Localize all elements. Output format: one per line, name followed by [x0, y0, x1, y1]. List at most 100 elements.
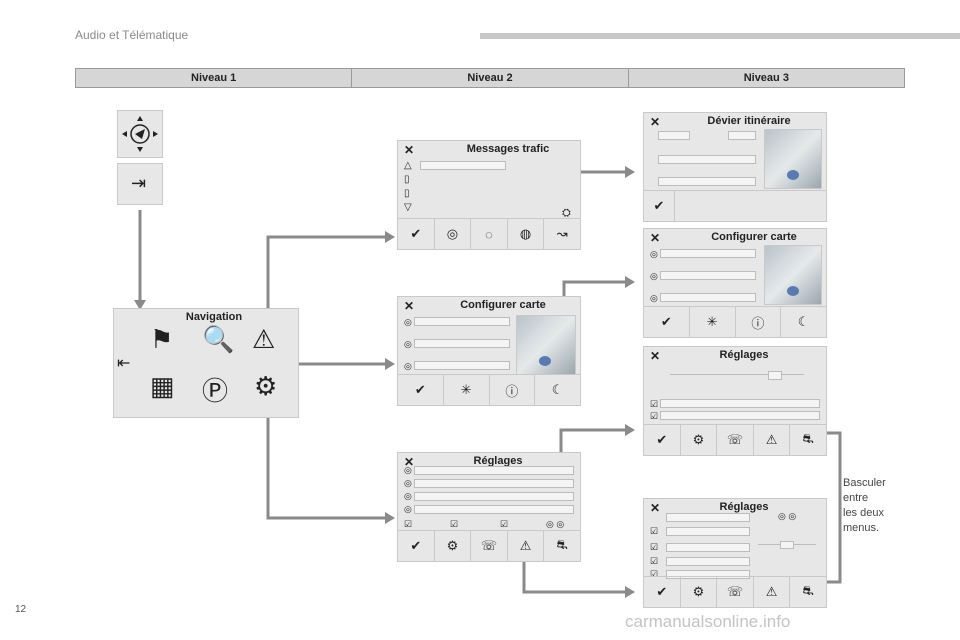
level-2: Niveau 2 — [351, 69, 627, 87]
settings-icon[interactable]: ⚙ — [254, 371, 278, 401]
option-field[interactable] — [658, 131, 690, 140]
alert-icon[interactable]: ⚠ — [752, 577, 790, 607]
option-field[interactable] — [658, 177, 756, 186]
scroll-icon[interactable]: △▯▯▽ — [404, 160, 412, 213]
back-icon[interactable]: ⇤ — [117, 355, 131, 372]
confirm-icon[interactable]: ✔ — [660, 314, 672, 329]
messages-trafic-title: Messages trafic — [466, 143, 550, 155]
level-3: Niveau 3 — [627, 69, 904, 87]
confirm-icon[interactable]: ✔ — [656, 432, 668, 447]
slider-track[interactable] — [670, 374, 804, 375]
option-field[interactable] — [658, 155, 756, 164]
page-number: 12 — [15, 604, 27, 615]
route-settings-icon[interactable]: ⚙ — [433, 531, 471, 561]
watermark: carmanualsonline.info — [625, 612, 791, 631]
list-field[interactable] — [420, 161, 506, 170]
configurer-carte-screen: ✕ Configurer carte ◎ ◎ ◎ ✔ ✳ ⓘ ☾ — [397, 296, 581, 406]
checkbox[interactable]: ☑ — [650, 556, 659, 566]
radio-option[interactable]: ◎ ◎ — [778, 511, 797, 521]
traffic-icon[interactable]: ⛐ — [789, 577, 826, 607]
note-line-2: entre — [843, 492, 869, 504]
list-icon[interactable]: ◌ — [470, 219, 507, 249]
info-icon[interactable]: ⓘ — [488, 375, 535, 405]
slider-thumb[interactable] — [768, 371, 782, 380]
compass-icon[interactable]: ✳ — [442, 375, 489, 405]
action-bar: ✔ — [644, 190, 826, 221]
option-field — [666, 527, 750, 536]
navigation-button[interactable] — [117, 110, 163, 158]
confirm-icon[interactable]: ✔ — [653, 198, 665, 213]
map-icon[interactable]: ▦ — [150, 371, 175, 401]
alert-icon[interactable]: ⚠ — [752, 425, 790, 455]
header-bar — [480, 33, 960, 39]
option-field — [666, 570, 750, 579]
option-field — [414, 317, 510, 326]
checkbox[interactable]: ☑ — [500, 519, 509, 529]
compass-icon[interactable]: ✳ — [688, 307, 735, 337]
traffic-icon[interactable]: ⛐ — [789, 425, 826, 455]
search-poi-icon[interactable]: 🔍 — [202, 324, 235, 354]
confirm-icon[interactable]: ✔ — [414, 382, 426, 397]
checkbox[interactable]: ☑ — [650, 542, 659, 552]
close-icon[interactable]: ✕ — [404, 455, 415, 469]
traffic-icon[interactable]: ⛐ — [543, 531, 580, 561]
radio-option[interactable]: ◎ ◎ — [546, 519, 565, 529]
option-field — [666, 513, 750, 522]
traffic-icon[interactable]: ⚠ — [252, 324, 276, 354]
close-icon[interactable]: ✕ — [404, 299, 415, 313]
destination-flag-icon[interactable]: ⚑ — [150, 324, 174, 354]
action-bar: ✔ ✳ ⓘ ☾ — [644, 306, 826, 337]
detail-icon[interactable]: ◍ — [506, 219, 544, 249]
devier-itineraire-screen: ✕ Dévier itinéraire ✔ — [643, 112, 827, 222]
confirm-icon[interactable]: ✔ — [410, 538, 422, 553]
route-icon[interactable]: ↝ — [543, 219, 580, 249]
radio-option[interactable]: ◎ — [404, 478, 412, 488]
route-settings-icon[interactable]: ⚙ — [679, 577, 717, 607]
slider-thumb[interactable] — [780, 541, 794, 549]
close-icon[interactable]: ✕ — [650, 115, 661, 129]
traffic-filter-icon[interactable]: ⛭ — [562, 207, 571, 219]
info-icon[interactable]: ⓘ — [734, 307, 781, 337]
alert-icon[interactable]: ⚠ — [506, 531, 544, 561]
menu-entry-button[interactable]: ⇥ — [117, 163, 163, 205]
radio-option[interactable]: ◎ — [650, 293, 658, 303]
radio-option[interactable]: ◎ — [650, 271, 658, 281]
reglages-screen-level2: ✕ Réglages ◎ ◎ ◎ ◎ ☑ ☑ ☑ ◎ ◎ ✔ ⚙ ☏ ⚠ ⛐ — [397, 452, 581, 562]
radio-option[interactable]: ◎ — [404, 491, 412, 501]
close-icon[interactable]: ✕ — [650, 501, 661, 515]
checkbox[interactable]: ☑ — [404, 519, 413, 529]
radio-option[interactable]: ◎ — [404, 465, 412, 475]
reglages-title: Réglages — [719, 501, 769, 513]
checkbox[interactable]: ☑ — [650, 569, 659, 579]
night-mode-icon[interactable]: ☾ — [534, 375, 580, 405]
radio-option[interactable]: ◎ — [404, 504, 412, 514]
checkbox[interactable]: ☑ — [650, 399, 659, 409]
navigation-title: Navigation — [185, 311, 243, 323]
nav-icon[interactable]: ◎ — [433, 219, 471, 249]
radio-option[interactable]: ◎ — [404, 361, 412, 371]
close-icon[interactable]: ✕ — [650, 349, 661, 363]
checkbox[interactable]: ☑ — [650, 526, 659, 536]
section-title: Audio et Télématique — [75, 28, 189, 42]
confirm-icon[interactable]: ✔ — [656, 584, 668, 599]
close-icon[interactable]: ✕ — [404, 143, 415, 157]
radio-option[interactable]: ◎ — [650, 249, 658, 259]
option-field[interactable] — [728, 131, 756, 140]
voice-icon[interactable]: ☏ — [716, 577, 753, 607]
option-field — [660, 399, 820, 408]
voice-icon[interactable]: ☏ — [470, 531, 507, 561]
close-icon[interactable]: ✕ — [650, 231, 661, 245]
radio-option[interactable]: ◎ — [404, 317, 412, 327]
option-field — [660, 249, 756, 258]
voice-icon[interactable]: ☏ — [716, 425, 753, 455]
level-1: Niveau 1 — [191, 72, 237, 84]
checkbox[interactable]: ☑ — [650, 411, 659, 421]
parking-icon[interactable]: Ⓟ — [202, 376, 229, 406]
radio-option[interactable]: ◎ — [404, 339, 412, 349]
checkbox[interactable]: ☑ — [450, 519, 459, 529]
devier-itineraire-title: Dévier itinéraire — [707, 115, 791, 127]
confirm-icon[interactable]: ✔ — [410, 226, 422, 241]
reglages-screen-a: ✕ Réglages ☑ ☑ ✔ ⚙ ☏ ⚠ ⛐ — [643, 346, 827, 456]
night-mode-icon[interactable]: ☾ — [780, 307, 826, 337]
route-settings-icon[interactable]: ⚙ — [679, 425, 717, 455]
